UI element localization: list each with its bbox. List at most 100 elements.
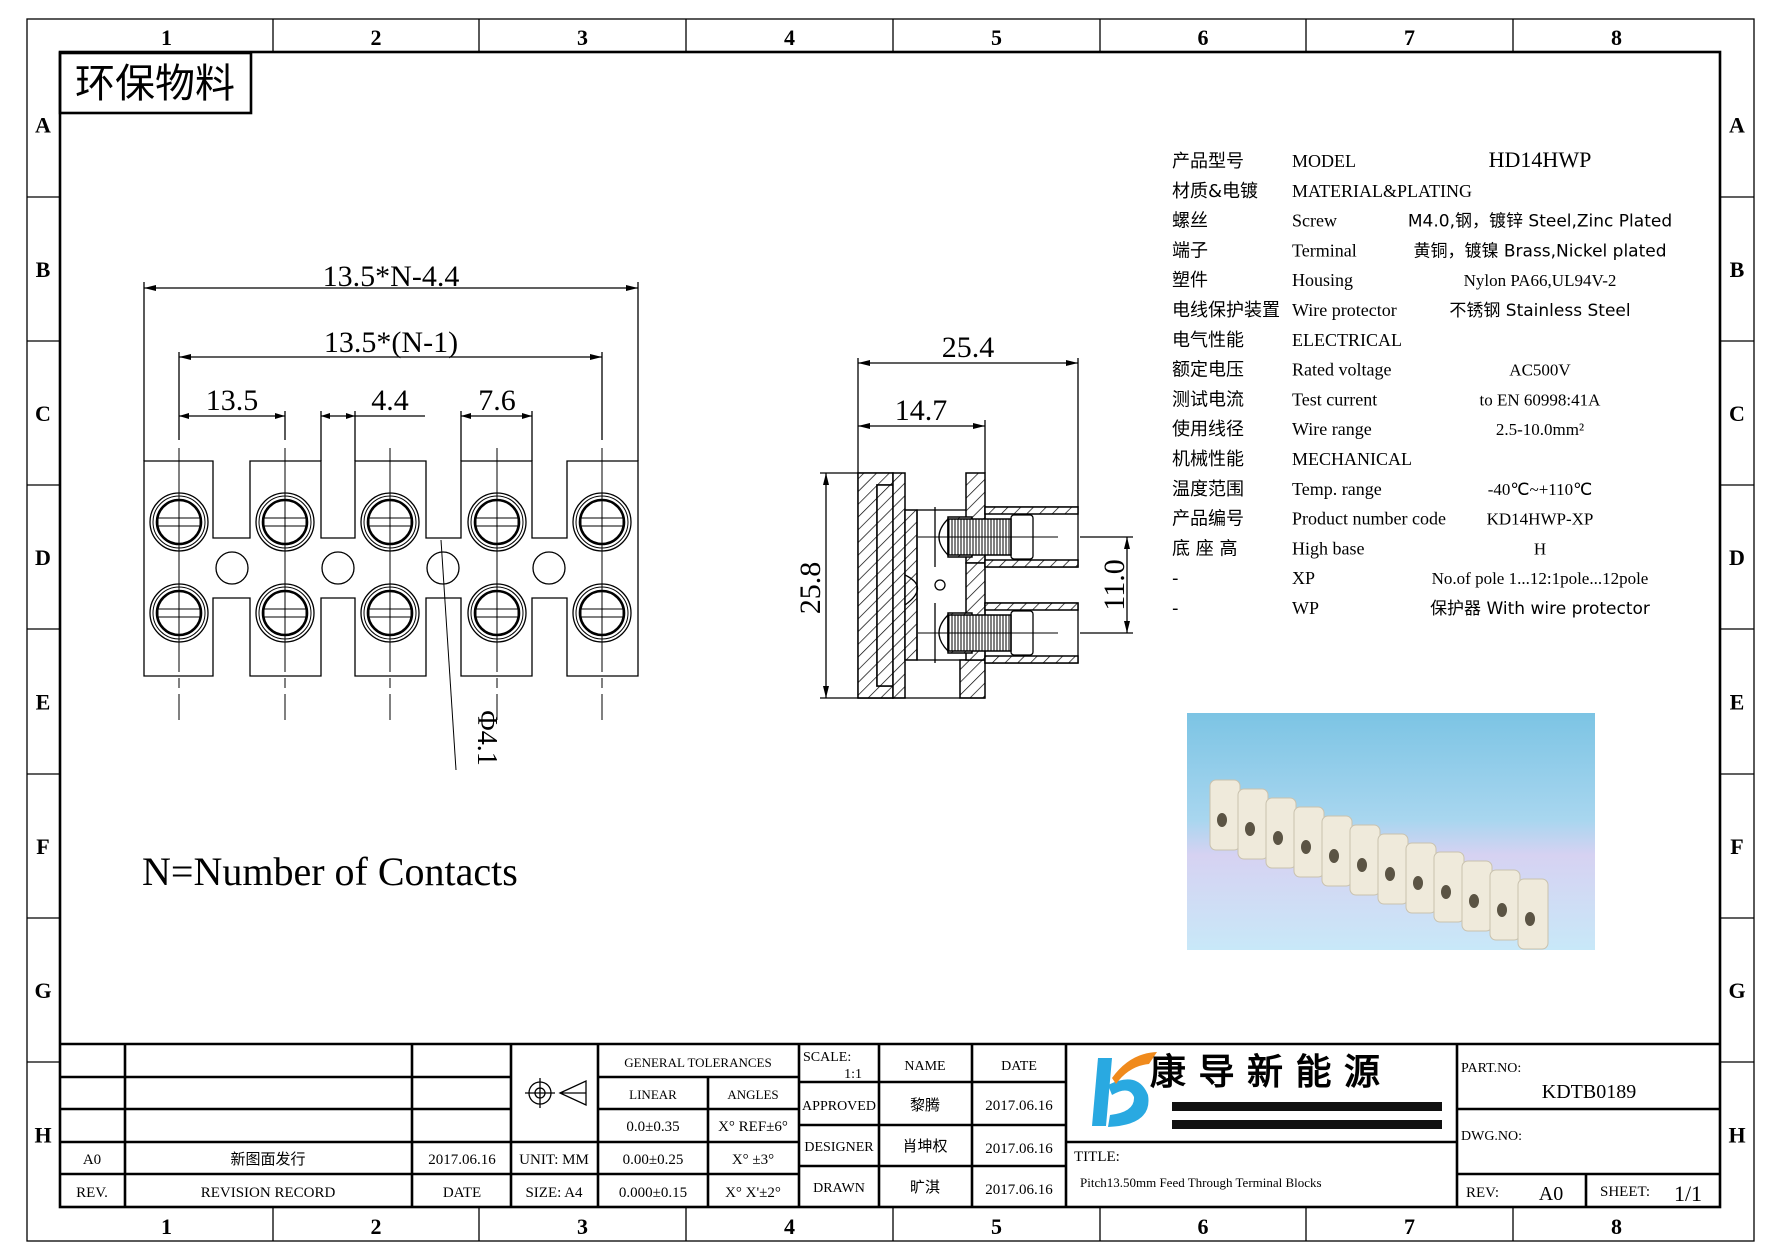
spec-value: No.of pole 1...12:1pole...12pole	[1432, 569, 1649, 588]
spec-cn: 使用线径	[1172, 419, 1244, 440]
spec-value: 保护器 With wire protector	[1430, 599, 1650, 619]
spec-cn: 材质&电镀	[1172, 181, 1258, 202]
date-col-header: DATE	[1001, 1059, 1037, 1074]
screw-ring	[363, 586, 417, 640]
spec-row: - XP No.of pole 1...12:1pole...12pole	[1172, 568, 1648, 589]
terminal-hole-photo	[1525, 912, 1535, 926]
eco-material-stamp: 环保物料	[58, 51, 253, 115]
column-label: 1	[161, 1214, 172, 1239]
spec-en: Wire protector	[1292, 300, 1397, 320]
designer-date: 2017.06.16	[985, 1141, 1053, 1157]
screw-ring	[470, 586, 524, 640]
tol-angle: X° REF±6°	[718, 1119, 788, 1135]
dim-pitch-span-label: 13.5*(N-1)	[324, 326, 458, 359]
column-label: 6	[1198, 1214, 1209, 1239]
spec-value: H	[1534, 539, 1546, 558]
terminal-hole-photo	[1469, 894, 1479, 908]
column-label: 3	[577, 1214, 588, 1239]
rev-value: A0	[1539, 1183, 1563, 1205]
spec-en: Housing	[1292, 270, 1353, 290]
row-label: G	[1728, 978, 1745, 1003]
spec-value: HD14HWP	[1489, 147, 1592, 172]
column-label: 2	[371, 1214, 382, 1239]
row-label: G	[34, 978, 51, 1003]
contacts-note: N=Number of Contacts	[142, 849, 518, 894]
spec-row: 材质&电镀 MATERIAL&PLATING	[1172, 181, 1472, 202]
title-block: A0 新图面发行 2017.06.16 REV. REVISION RECORD…	[60, 1042, 1720, 1207]
terminal-hole-photo	[1385, 867, 1395, 881]
screw-washer	[467, 492, 527, 552]
spec-en: Wire range	[1292, 419, 1372, 439]
terminal-hole-photo	[1245, 822, 1255, 836]
approved-date: 2017.06.16	[985, 1098, 1053, 1114]
screw-ring	[575, 495, 629, 549]
spec-en: MECHANICAL	[1292, 449, 1412, 469]
part-no: KDTB0189	[1542, 1081, 1636, 1103]
spec-cn: 塑件	[1172, 270, 1208, 291]
dimension-pitch: 13.5	[179, 384, 286, 440]
spec-en: XP	[1292, 568, 1315, 588]
tol-linear: 0.00±0.25	[623, 1152, 684, 1168]
spec-value: KD14HWP-XP	[1487, 510, 1594, 529]
dim-depth-label: 25.4	[942, 331, 995, 364]
dim-block-label: 7.6	[478, 384, 516, 417]
rev-header: REV.	[76, 1185, 108, 1201]
spec-en: Temp. range	[1292, 479, 1382, 499]
record-header: REVISION RECORD	[201, 1185, 336, 1201]
row-label: D	[1729, 545, 1745, 570]
mounting-hole	[321, 551, 355, 585]
unit-label: UNIT: MM	[519, 1152, 589, 1168]
terminal-hole-photo	[1217, 813, 1227, 827]
drawn-name: 旷淇	[910, 1178, 940, 1196]
column-label: 6	[1198, 25, 1209, 50]
row-label: A	[35, 113, 51, 138]
dwg-no-label: DWG.NO:	[1461, 1129, 1522, 1144]
row-label: B	[1730, 257, 1745, 282]
screw-washer	[255, 492, 315, 552]
dim-pitch-label: 13.5	[206, 384, 259, 417]
spec-cn: -	[1172, 568, 1179, 589]
dimension-hole: Φ4.1	[440, 539, 502, 771]
tol-linear: 0.000±0.15	[619, 1185, 687, 1201]
screw-ring	[152, 586, 206, 640]
terminal-hole-photo	[1441, 885, 1451, 899]
spec-en: Terminal	[1292, 240, 1357, 260]
product-photo	[1187, 713, 1595, 950]
spec-en: MODEL	[1292, 151, 1356, 171]
screw-ring	[575, 586, 629, 640]
column-label: 8	[1611, 1214, 1622, 1239]
dim-hole-label: Φ4.1	[471, 710, 502, 765]
screw-washer	[572, 492, 632, 552]
screw-ring	[258, 586, 312, 640]
spec-en: Product number code	[1292, 509, 1446, 529]
part-no-label: PART.NO:	[1461, 1061, 1521, 1076]
column-label: 1	[161, 25, 172, 50]
revision-record-text: 新图面发行	[230, 1150, 305, 1168]
spec-cn: 额定电压	[1172, 360, 1244, 381]
sheet-label: SHEET:	[1600, 1184, 1650, 1200]
wire-protector	[984, 559, 1079, 568]
spec-en: Rated voltage	[1292, 360, 1391, 380]
dim-height-label: 25.8	[794, 562, 827, 615]
rev-label: REV:	[1466, 1185, 1499, 1201]
dimension-pitch-span: 13.5*(N-1)	[178, 326, 603, 440]
spec-cn: 电线保护装置	[1172, 300, 1280, 321]
row-label: A	[1729, 113, 1745, 138]
drawn-label: DRAWN	[813, 1181, 865, 1196]
spec-cn: 底 座 高	[1172, 538, 1237, 559]
dim-gap-label: 4.4	[371, 384, 409, 417]
column-label: 8	[1611, 25, 1622, 50]
row-label: E	[36, 690, 51, 715]
screw-washer	[149, 492, 209, 552]
rev-code: A0	[83, 1152, 101, 1168]
spec-en: MATERIAL&PLATING	[1292, 181, 1472, 201]
screw-washer	[360, 492, 420, 552]
name-header: NAME	[904, 1059, 945, 1074]
